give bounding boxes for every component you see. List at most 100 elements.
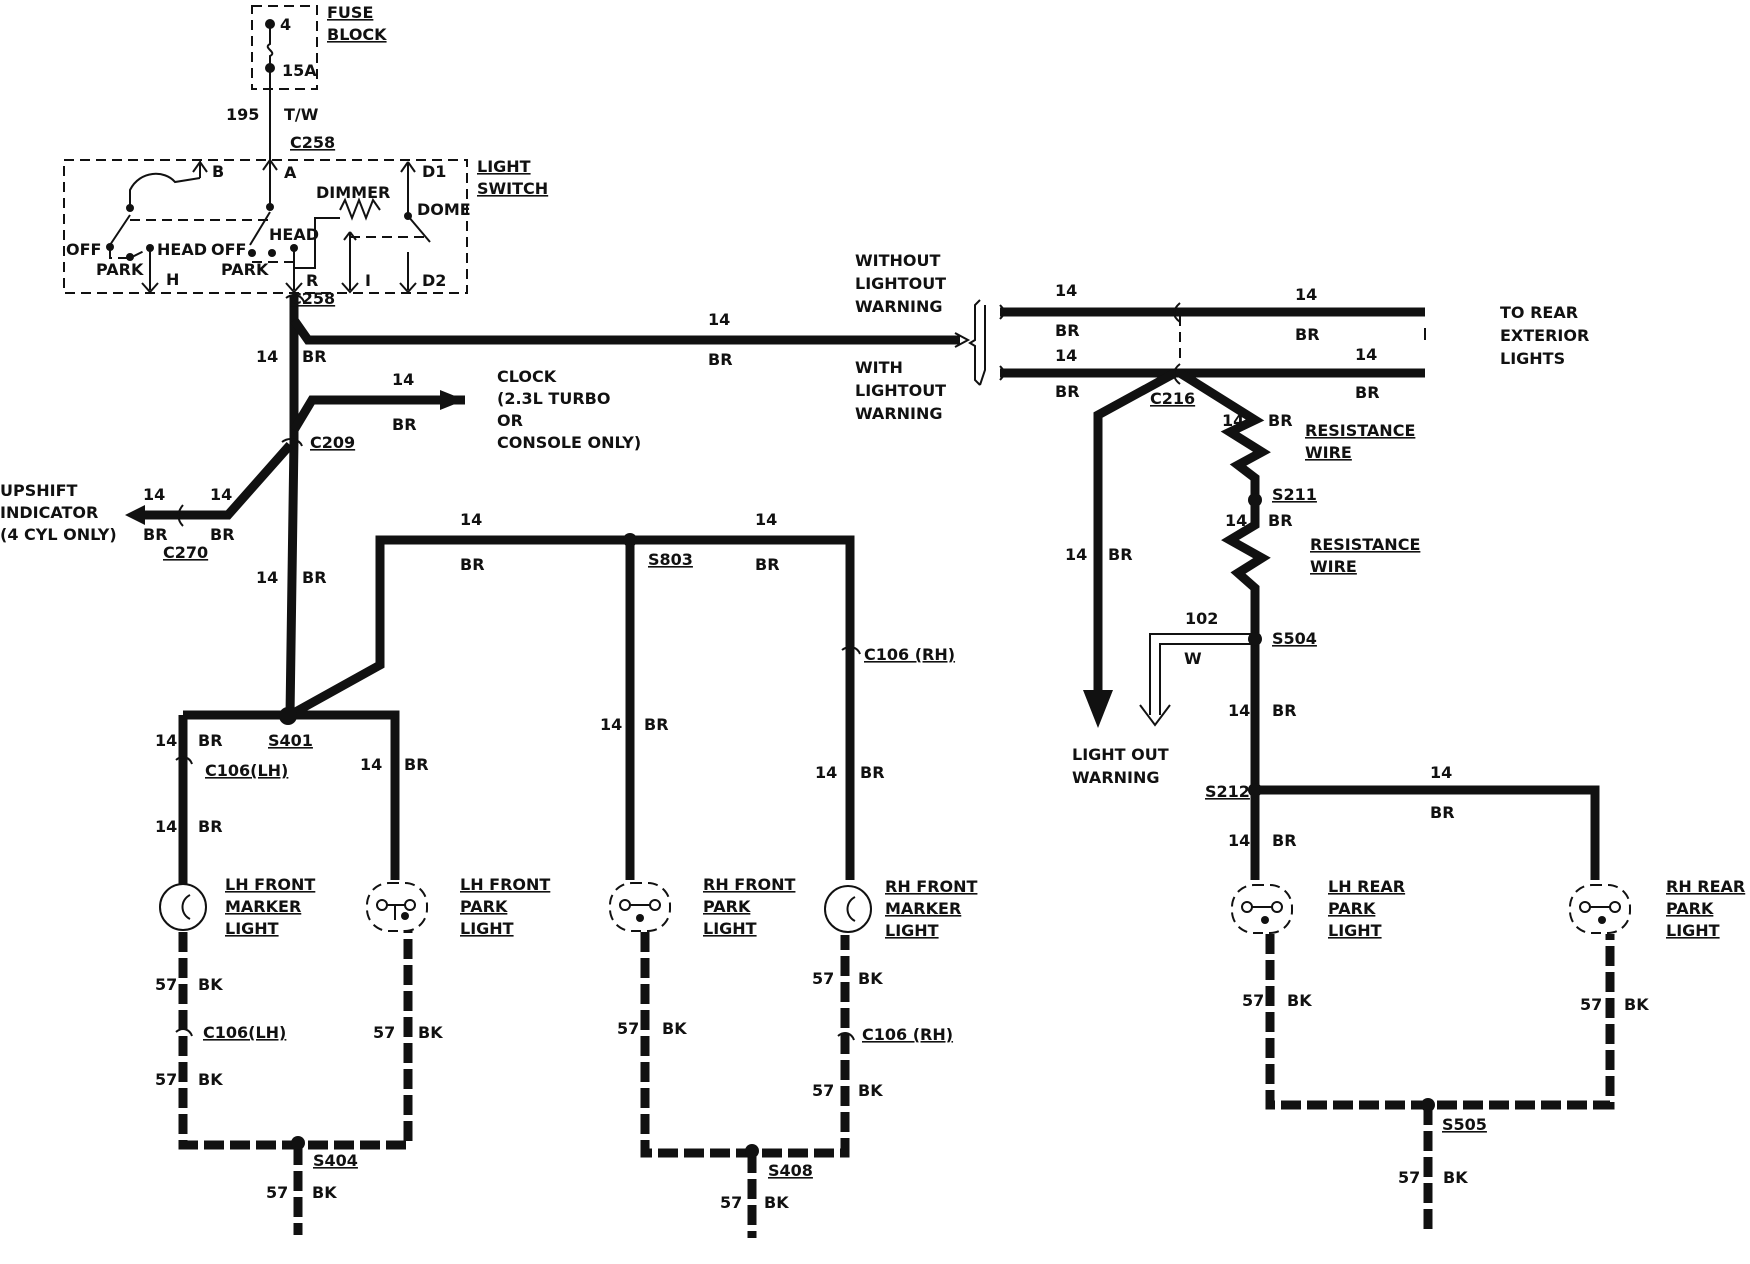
color-label: BR [1268,511,1293,530]
gauge-label: 14 [155,817,177,836]
fuse-block-label-2: BLOCK [327,25,387,44]
white-wire-gauge: 102 [1185,609,1218,628]
gauge-label: 14 [1355,345,1377,364]
without-warning-3: WARNING [855,297,943,316]
rear-ground-wiring [1265,934,1615,1232]
clock-label-4: CONSOLE ONLY) [497,433,641,452]
color-label: BR [404,755,429,774]
with-warning-3: WARNING [855,404,943,423]
gauge-label: 57 [1580,995,1602,1014]
without-warning-2: LIGHTOUT [855,274,946,293]
splice-s408-label: S408 [768,1161,813,1180]
gauge-label: 14 [1055,281,1077,300]
rear-wiring [968,299,1600,880]
color-label: BR [1055,321,1080,340]
rh-rear-park-light [1569,884,1631,934]
color-label: BR [198,731,223,750]
gauge-label: 14 [1055,346,1077,365]
lh-rear-label-3: LIGHT [1328,921,1382,940]
color-label: BK [198,975,223,994]
color-label: BK [312,1183,337,1202]
splice-s505-label: S505 [1442,1115,1487,1134]
splice-s401-label: S401 [268,731,313,750]
gauge-label: 14 [1222,411,1244,430]
resistance-label-2: WIRE [1305,443,1352,462]
light-out-warning-1: LIGHT OUT [1072,745,1169,764]
light-out-warning-2: WARNING [1072,768,1160,787]
switch-head-2: HEAD [269,225,319,244]
color-label: BR [1055,382,1080,401]
fuse-number: 4 [280,15,291,34]
color-label: BR [302,568,327,587]
lh-park-label-1: LH FRONT [460,875,550,894]
gauge-label: 14 [1228,831,1250,850]
with-warning-1: WITH [855,358,903,377]
splice-s803-label: S803 [648,550,693,569]
rear-lights-label-3: LIGHTS [1500,349,1565,368]
pin-d1: D1 [422,162,446,181]
gauge-label: 14 [755,510,777,529]
splice-s504-label: S504 [1272,629,1317,648]
lh-front-marker-light [159,883,207,931]
color-label: BR [392,415,417,434]
upshift-label-1: UPSHIFT [0,481,78,500]
gauge-label: 14 [1225,511,1247,530]
color-label: BK [1287,991,1312,1010]
light-switch-label-2: SWITCH [477,179,548,198]
rh-marker-label-1: RH FRONT [885,877,978,896]
gauge-label: 14 [392,370,414,389]
switch-park-2: PARK [221,260,269,279]
connector-c106-lh-bottom: C106(LH) [203,1023,286,1042]
gauge-label: 14 [1228,701,1250,720]
connector-c106-rh-top: C106 (RH) [864,645,955,664]
color-label: BK [858,969,883,988]
rh-park-label-1: RH FRONT [703,875,796,894]
gauge-label: 14 [155,731,177,750]
connector-c106-lh-top: C106(LH) [205,761,288,780]
lh-rear-park-light [1231,884,1293,934]
rh-rear-label-2: PARK [1666,899,1714,918]
light-switch-label-1: LIGHT [477,157,531,176]
color-label: BR [1355,383,1380,402]
without-warning-1: WITHOUT [855,251,941,270]
gauge-label: 57 [373,1023,395,1042]
gauge-label: 57 [720,1193,742,1212]
switch-head-1: HEAD [157,240,207,259]
fuse-block-label-1: FUSE [327,3,373,22]
gauge-label: 14 [460,510,482,529]
color-label: BK [1624,995,1649,1014]
rh-front-marker-light [824,885,872,933]
gauge-label: 14 [1065,545,1087,564]
rh-marker-label-3: LIGHT [885,921,939,940]
color-label: BR [1272,701,1297,720]
splice-s212-label: S212 [1205,782,1250,801]
connector-c106-rh-bottom: C106 (RH) [862,1025,953,1044]
rh-rear-label-3: LIGHT [1666,921,1720,940]
gauge-label: 57 [155,975,177,994]
pin-a: A [284,163,297,182]
rh-park-label-2: PARK [703,897,751,916]
lh-rear-label-2: PARK [1328,899,1376,918]
color-label: BK [662,1019,687,1038]
resistance-label-1: RESISTANCE [1305,421,1415,440]
gauge-label: 57 [812,1081,834,1100]
rh-marker-label-2: MARKER [885,899,961,918]
color-label: BR [143,525,168,544]
connector-c258-top: C258 [290,133,335,152]
color-label: BR [302,347,327,366]
gauge-label: 14 [708,310,730,329]
front-wiring [125,294,971,885]
color-label: BR [460,555,485,574]
pin-i: I [365,271,371,290]
lh-park-label-3: LIGHT [460,919,514,938]
lh-marker-label-2: MARKER [225,897,301,916]
switch-park-1: PARK [96,260,144,279]
gauge-label: 57 [617,1019,639,1038]
rh-rear-label-1: RH REAR [1666,877,1745,896]
gauge-label: 14 [1295,285,1317,304]
gauge-label: 14 [360,755,382,774]
switch-dimmer: DIMMER [316,183,390,202]
color-label: BK [418,1023,443,1042]
color-label: BR [1268,411,1293,430]
